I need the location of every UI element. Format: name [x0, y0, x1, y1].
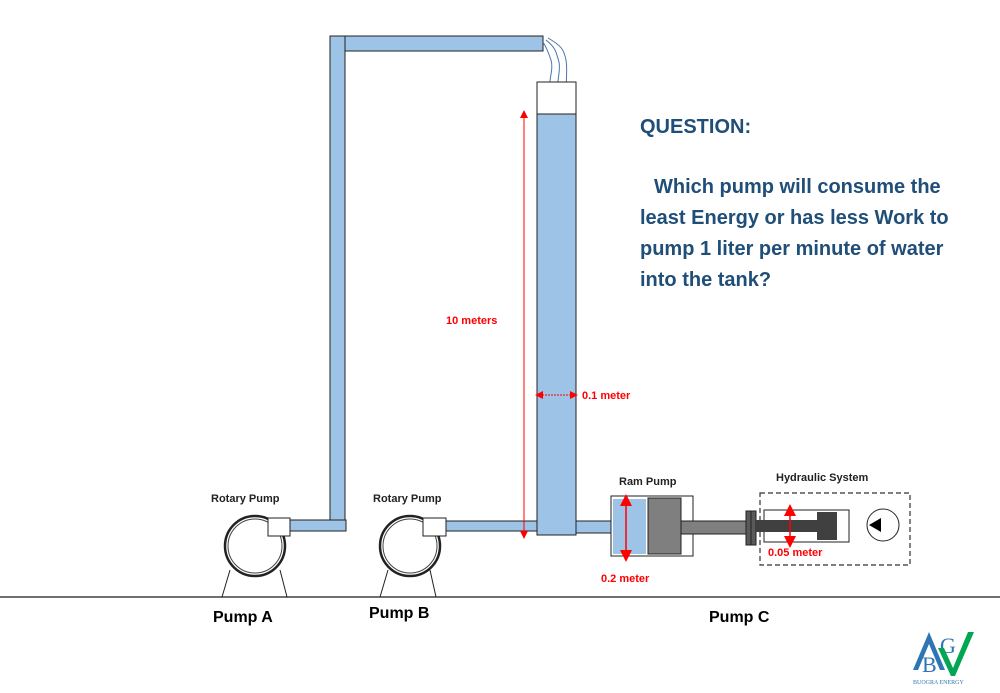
question-block: QUESTION: Which pump will consume the le… — [640, 112, 960, 296]
question-body: Which pump will consume the least Energy… — [640, 176, 949, 291]
tank-water-column — [536, 113, 577, 536]
hydraulic-pump-icon — [866, 508, 900, 542]
pump-a-top-pipe — [344, 35, 544, 52]
height-label: 10 meters — [446, 315, 497, 327]
tank-top-empty — [536, 81, 577, 115]
pump-a-label: Pump A — [213, 609, 273, 626]
pump-a-rotary — [221, 514, 291, 598]
ram-pump — [610, 495, 757, 557]
pump-a-outlet-pipe — [289, 519, 347, 532]
pump-b-type-label: Rotary Pump — [373, 493, 442, 505]
hydraulic-system-label: Hydraulic System — [776, 472, 869, 484]
pump-b-outlet-pipe — [445, 520, 538, 532]
pump-b-rotary — [378, 514, 447, 598]
svg-text:B: B — [922, 652, 937, 677]
tank-width-label: 0.1 meter — [582, 390, 631, 402]
question-title: QUESTION: — [640, 116, 752, 138]
ram-pump-pipe — [575, 520, 613, 534]
pump-a-vertical-pipe — [329, 35, 346, 532]
pump-a-type-label: Rotary Pump — [211, 493, 280, 505]
pump-b-label: Pump B — [369, 605, 429, 622]
svg-text:BUOGRA ENERGY: BUOGRA ENERGY — [913, 680, 965, 686]
pump-c-label: Pump C — [709, 609, 770, 626]
ram-pump-label: Ram Pump — [619, 476, 677, 488]
ram-diameter-label: 0.2 meter — [601, 573, 650, 585]
hydraulic-diameter-label: 0.05 meter — [768, 547, 823, 559]
buogra-energy-logo: B G BUOGRA ENERGY — [913, 632, 974, 686]
